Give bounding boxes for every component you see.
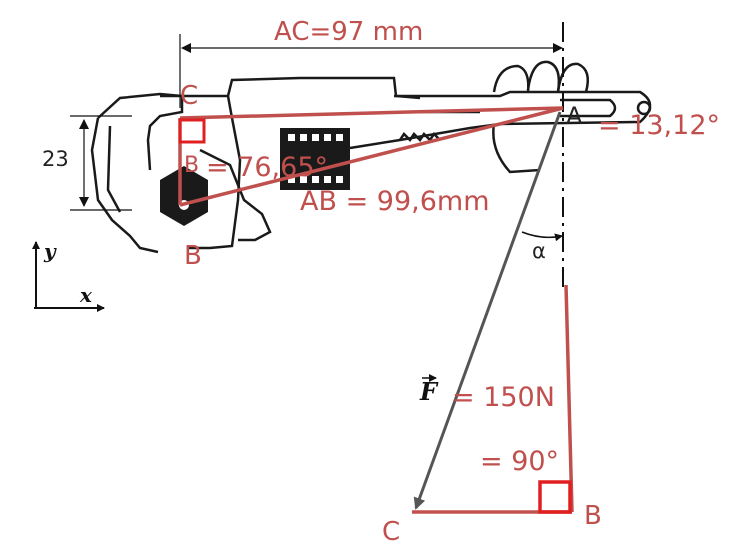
force-label: F: [419, 374, 439, 406]
ab-length-label: AB = 99,6mm: [300, 186, 490, 217]
force-triangle: [412, 111, 574, 514]
angle-90-label: = 90°: [480, 446, 559, 477]
point-b-top-label: B: [184, 241, 202, 271]
point-a-label: A: [566, 102, 583, 130]
point-c-bottom-label: C: [382, 517, 400, 546]
force-value-label: = 150N: [452, 382, 555, 413]
triangle-abc: [178, 106, 564, 207]
angle-b-prefix-label: B: [184, 153, 199, 178]
axis-y-label: y: [43, 239, 57, 263]
force-vector: [413, 111, 562, 510]
right-angle-marker-b: [538, 480, 572, 514]
force-symbol-label: F: [419, 377, 439, 406]
angle-b-label: = 76,65°: [206, 152, 328, 183]
point-b-bottom-label: B: [584, 501, 602, 531]
ac-dimension: AC=97 mm: [179, 17, 563, 108]
alpha-angle-arc: [521, 231, 563, 242]
ac-dimension-label: AC=97 mm: [274, 17, 423, 47]
height-dimension-label: 23: [42, 147, 69, 171]
alpha-label: α: [532, 239, 546, 263]
axes: y x: [32, 239, 105, 312]
axis-x-label: x: [79, 283, 93, 307]
angle-a-label: = 13,12°: [598, 110, 720, 141]
point-c-top-label: C: [180, 81, 198, 111]
right-angle-marker-c: [178, 118, 206, 144]
height-dimension: 23: [42, 115, 132, 211]
